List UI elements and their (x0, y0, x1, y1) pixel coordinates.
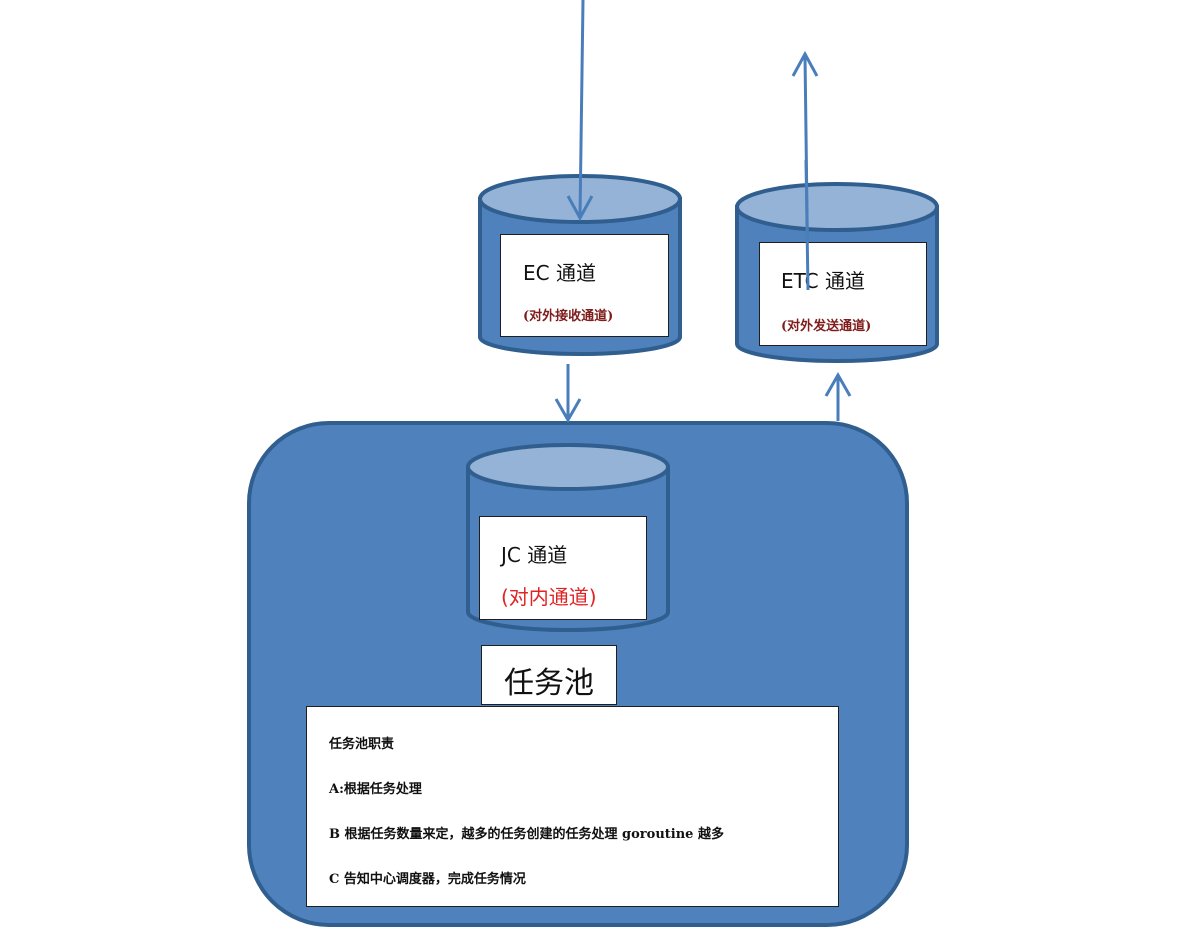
ec-channel-label: EC 通道 (对外接收通道) (500, 234, 669, 337)
task-pool-label: 任务池 (481, 645, 617, 705)
jc-channel-label: JC 通道 (对内通道) (479, 516, 647, 620)
ec-to-pool-arrow (554, 364, 582, 424)
ec-channel-subtitle: (对外接收通道) (523, 309, 614, 324)
ec-channel-title: EC 通道 (523, 261, 596, 285)
duty-item-c: C 告知中心调度器，完成任务情况 (329, 872, 526, 887)
task-pool-duties: 任务池职责 A:根据任务处理 B 根据任务数量来定，越多的任务创建的任务处理 g… (306, 706, 839, 907)
duty-item-b: B 根据任务数量来定，越多的任务创建的任务处理 goroutine 越多 (329, 827, 724, 842)
etc-channel-label: ETC 通道 (对外发送通道) (759, 242, 927, 346)
etc-channel-title: ETC 通道 (781, 269, 866, 293)
duties-title: 任务池职责 (329, 737, 395, 752)
jc-channel-subtitle: (对内通道) (501, 585, 597, 609)
pool-to-etc-arrow (824, 371, 852, 421)
etc-channel-subtitle: (对外发送通道) (781, 319, 872, 334)
task-pool-title: 任务池 (504, 666, 594, 701)
jc-channel-title: JC 通道 (501, 543, 568, 567)
duty-item-a: A:根据任务处理 (329, 782, 422, 797)
incoming-arrow (566, 0, 594, 222)
